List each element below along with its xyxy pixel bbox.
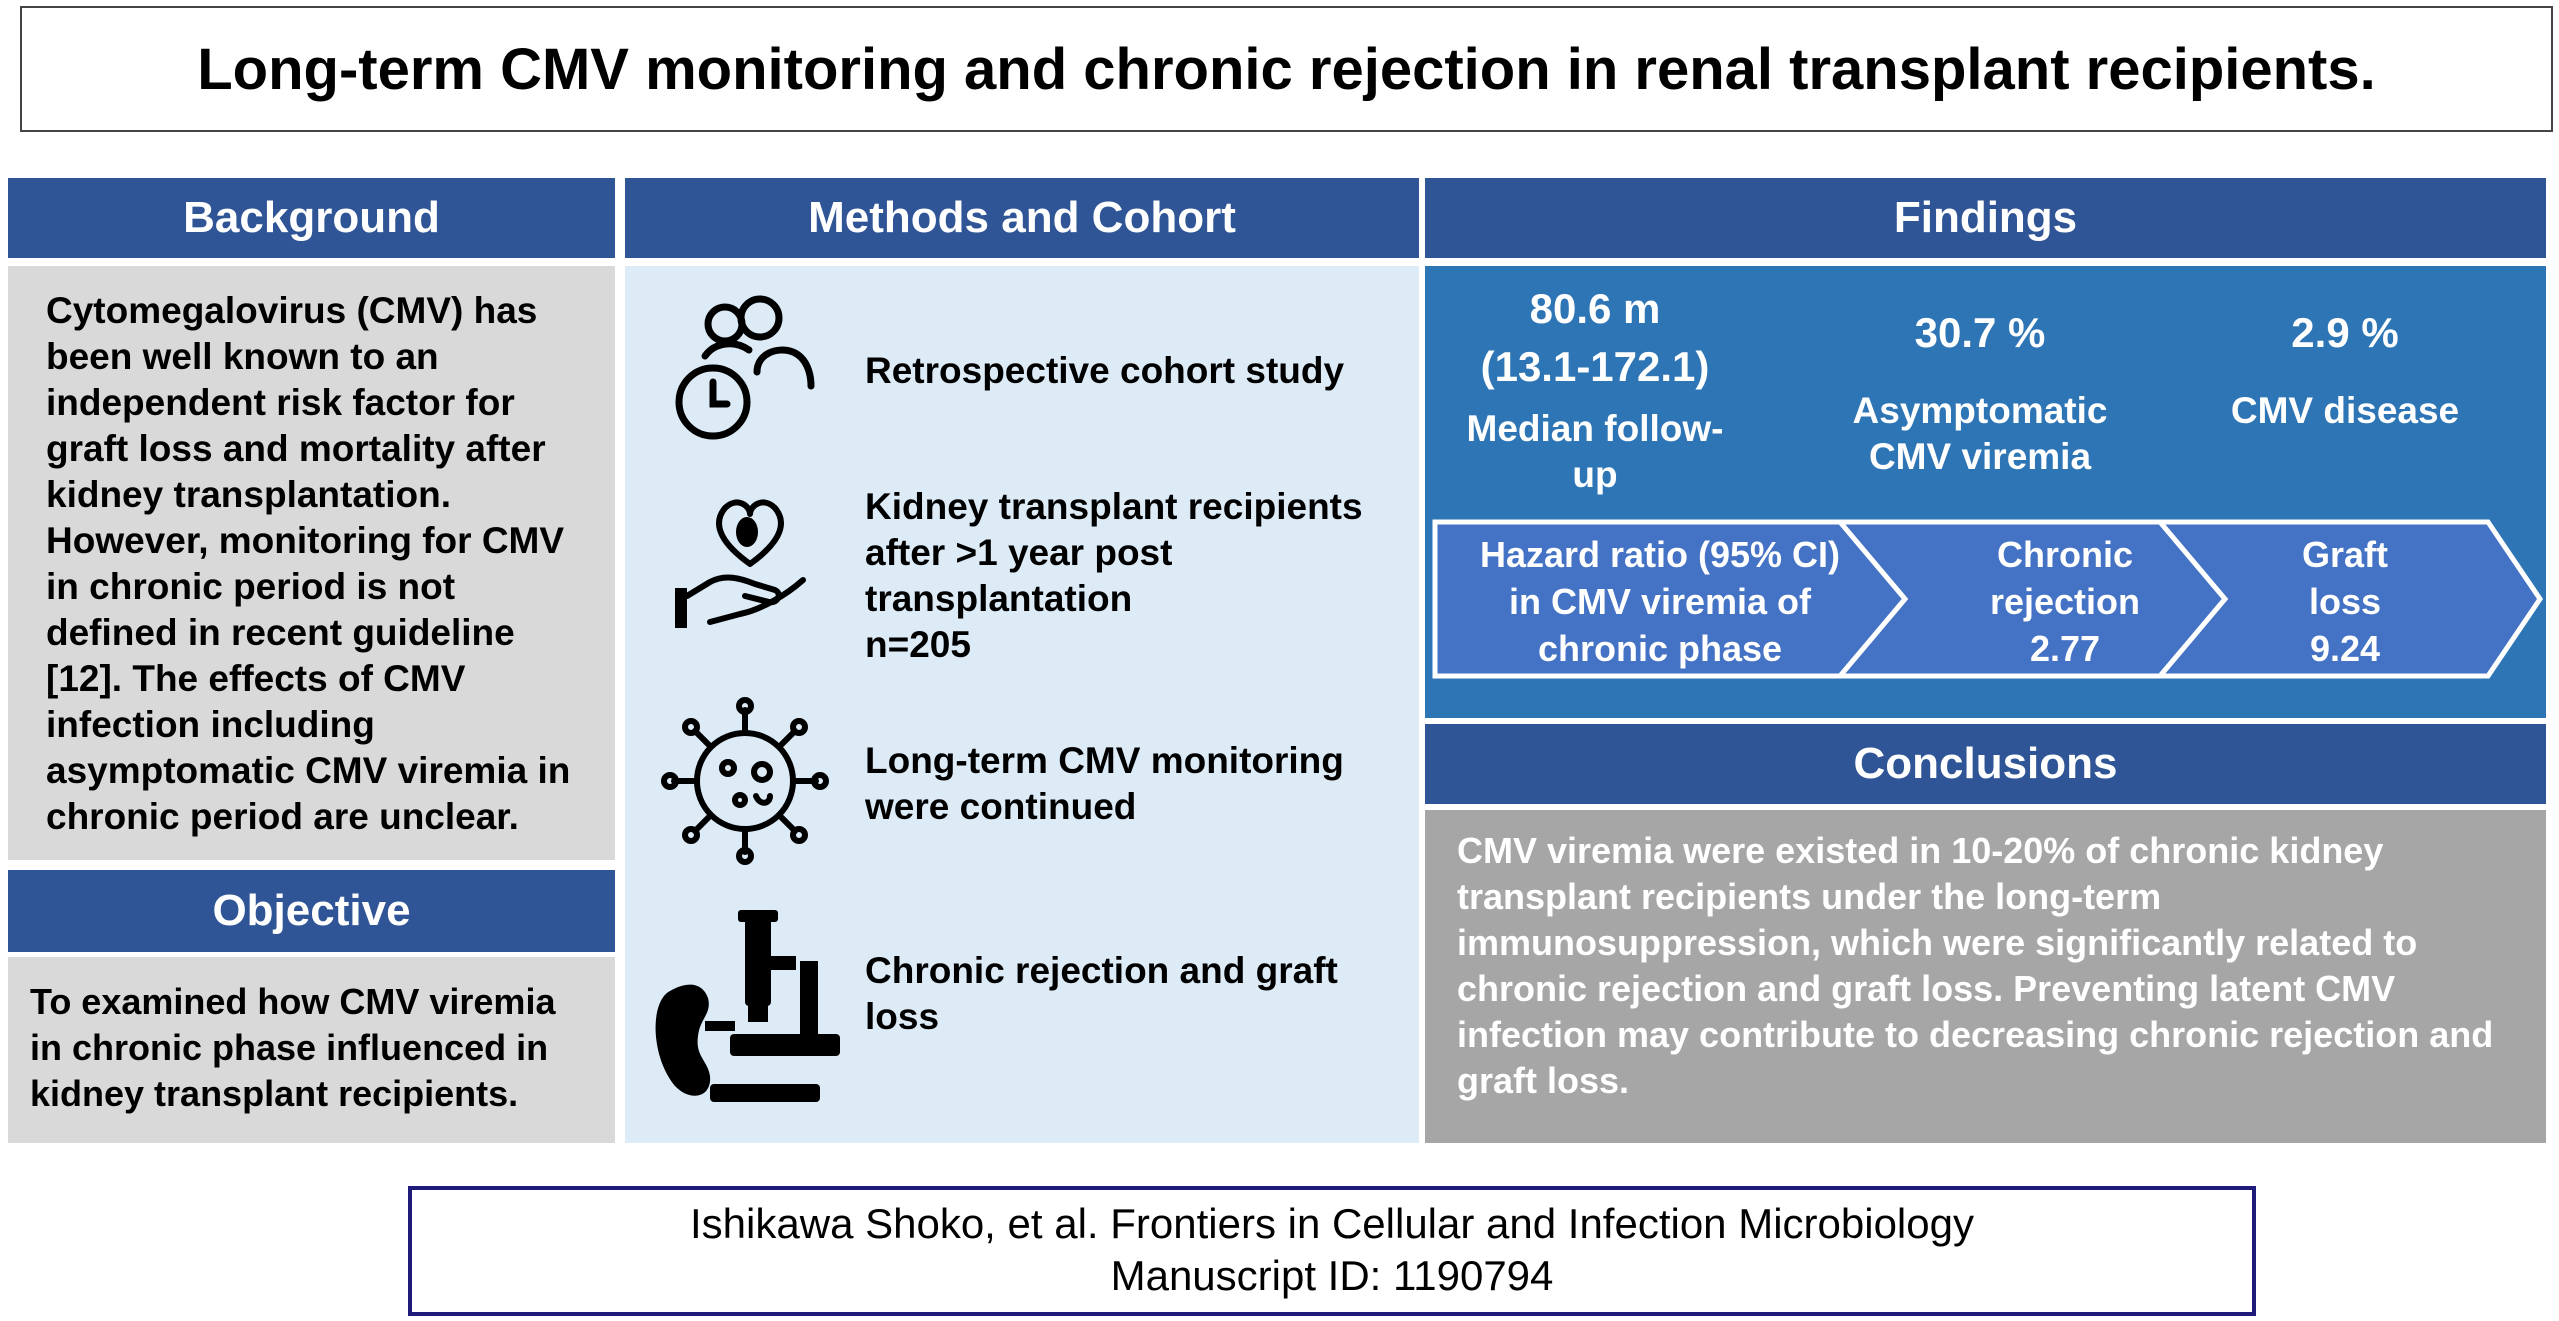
findings-header: Findings (1425, 178, 2546, 258)
citation-box: Ishikawa Shoko, et al. Frontiers in Cell… (408, 1186, 2256, 1316)
methods-heading: Methods and Cohort (808, 193, 1236, 242)
findings-heading: Findings (1893, 193, 2078, 242)
method-item-4: Chronic rejection and graft loss (865, 950, 1338, 1037)
microscope-kidney-icon (655, 910, 840, 1102)
background-header: Background (8, 178, 615, 258)
method-item-3: Long-term CMV monitoring were continued (865, 740, 1344, 827)
background-text: Cytomegalovirus (CMV) has been well know… (46, 290, 571, 837)
stat-follow-up: 80.6 m (13.1-172.1) Median follow-up (1466, 285, 1724, 495)
conclusions-panel: CMV viremia were existed in 10-20% of ch… (1425, 810, 2546, 1143)
conclusions-text: CMV viremia were existed in 10-20% of ch… (1457, 830, 2494, 1101)
manuscript-id: Manuscript ID: 1190794 (1110, 1252, 1554, 1299)
findings-panel: 80.6 m (13.1-172.1) Median follow-up 30.… (1425, 266, 2546, 718)
conclusions-heading: Conclusions (1853, 739, 2118, 788)
stat-asymptomatic-viremia: 30.7 % Asymptomatic CMV viremia (1852, 309, 2108, 477)
method-item-1: Retrospective cohort study (865, 350, 1345, 391)
stat-cmv-disease: 2.9 % CMV disease (2230, 309, 2460, 431)
background-heading: Background (183, 193, 440, 242)
methods-header: Methods and Cohort (625, 178, 1419, 258)
virus-icon (661, 697, 829, 865)
objective-header: Objective (8, 870, 615, 952)
chevron-chronic-rejection-text: Chronic rejection 2.77 (1989, 534, 2141, 669)
method-item-2: Kidney transplant recipients after >1 ye… (865, 486, 1363, 665)
chevron-row (1432, 519, 2544, 679)
conclusions-header: Conclusions (1425, 724, 2546, 804)
background-panel: Cytomegalovirus (CMV) has been well know… (8, 266, 615, 860)
hand-heart-kidney-icon (675, 499, 806, 628)
people-clock-icon (675, 295, 815, 440)
methods-panel: Retrospective cohort study Kidney transp… (625, 266, 1419, 1143)
objective-heading: Objective (212, 886, 411, 935)
chevron-graft-loss (2154, 519, 2544, 679)
poster-title: Long-term CMV monitoring and chronic rej… (197, 36, 2376, 102)
objective-text: To examined how CMV viremia in chronic p… (30, 981, 556, 1114)
citation-line: Ishikawa Shoko, et al. Frontiers in Cell… (690, 1200, 1974, 1247)
title-box: Long-term CMV monitoring and chronic rej… (20, 6, 2553, 132)
chevron-hazard-ratio-text: Hazard ratio (95% CI) in CMV viremia of … (1479, 534, 1841, 669)
objective-panel: To examined how CMV viremia in chronic p… (8, 957, 615, 1143)
chevron-graft-loss-text: Graft loss 9.24 (2301, 534, 2388, 669)
